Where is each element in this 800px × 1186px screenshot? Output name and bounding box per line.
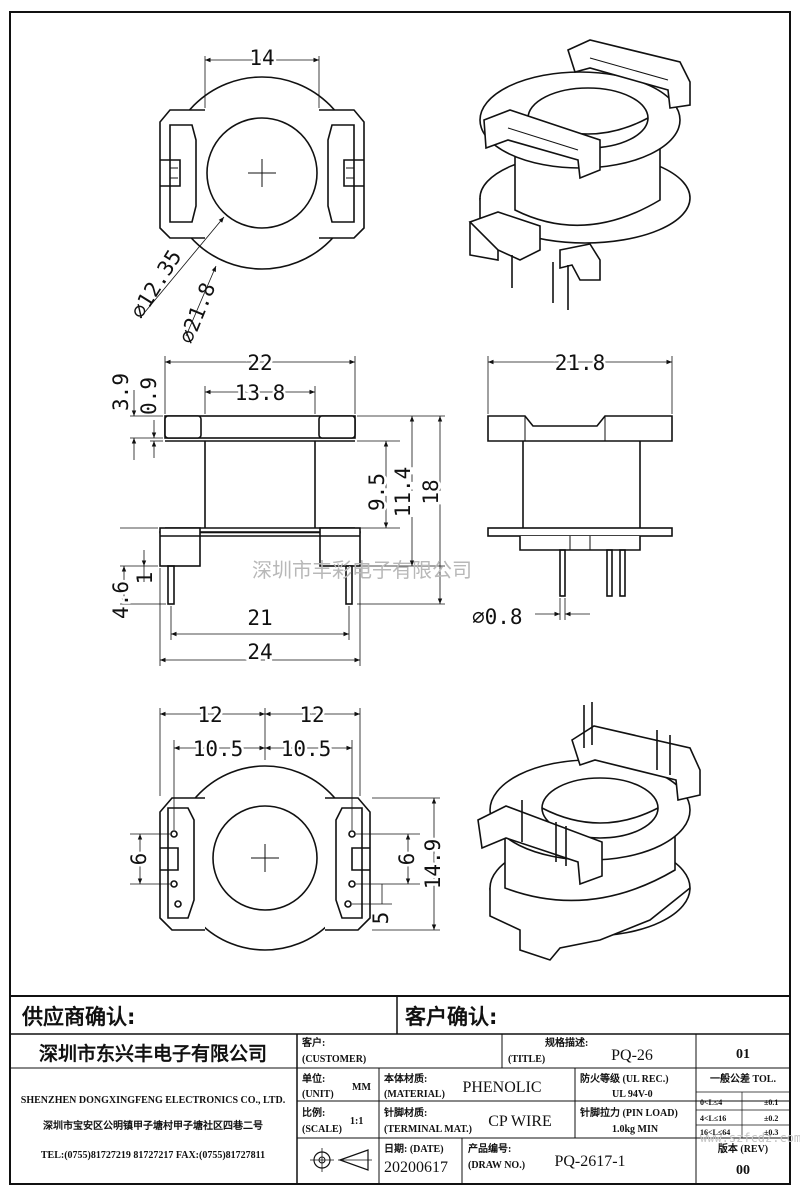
company-name-cn: 深圳市东兴丰电子有限公司 — [39, 1042, 267, 1065]
title-value: PQ-26 — [611, 1047, 653, 1064]
dim-13-8: 13.8 — [235, 381, 286, 405]
revision-label: 版本 (REV) — [718, 1142, 768, 1155]
isometric-view-top — [468, 39, 691, 310]
spec-label: 规格描述: — [545, 1036, 588, 1049]
tolerance-value-1: ±0.1 — [764, 1098, 778, 1107]
dim-inner-diameter: ⌀12.35 — [126, 246, 187, 323]
dim-6-left: 6 — [127, 853, 151, 866]
terminal-value: CP WIRE — [488, 1113, 552, 1130]
tolerance-value-2: ±0.2 — [764, 1114, 778, 1123]
fire-rating-value: UL 94V-0 — [612, 1089, 653, 1100]
unit-value: MM — [352, 1082, 371, 1093]
dim-14: 14 — [249, 46, 274, 70]
material-value: PHENOLIC — [462, 1079, 541, 1096]
scale-value: 1:1 — [350, 1116, 363, 1127]
dim-outer-diameter: ⌀21.8 — [174, 279, 220, 347]
dim-24: 24 — [247, 640, 272, 664]
dim-22: 22 — [247, 351, 272, 375]
title-block — [10, 995, 790, 1184]
side-view — [487, 356, 673, 620]
watermark-text: 深圳市丰彩电子有限公司 — [252, 558, 472, 582]
scale-label: 比例: — [302, 1106, 325, 1119]
revision-value: 00 — [736, 1163, 750, 1178]
top-view — [139, 56, 365, 337]
tolerance-range-3: 16<L≤64 — [700, 1128, 730, 1137]
unit-label-en: (UNIT) — [302, 1089, 334, 1100]
dim-14-9: 14.9 — [421, 839, 445, 890]
tolerance-value-3: ±0.3 — [764, 1128, 778, 1137]
date-label: 日期: (DATE) — [384, 1142, 444, 1155]
tolerance-label: 一般公差 TOL. — [710, 1072, 776, 1085]
draw-no-label-en: (DRAW NO.) — [468, 1160, 525, 1171]
material-label: 本体材质: — [384, 1072, 427, 1085]
title-label-en: (TITLE) — [508, 1054, 545, 1065]
draw-no-value: PQ-2617-1 — [554, 1153, 625, 1170]
company-address: 深圳市宝安区公明镇甲子塘村甲子塘社区四巷二号 — [43, 1119, 263, 1132]
tolerance-range-1: 0<L≤4 — [700, 1098, 722, 1107]
isometric-view-bottom — [477, 702, 701, 961]
dim-10-5-left: 10.5 — [193, 737, 244, 761]
drawing-frame — [9, 11, 791, 1185]
bottom-view — [130, 708, 440, 951]
sheet-number: 01 — [736, 1047, 750, 1062]
dim-9-5: 9.5 — [365, 473, 389, 511]
dim-10-5-right: 10.5 — [281, 737, 332, 761]
front-view — [120, 356, 445, 666]
customer-confirm-label: 客户确认: — [405, 1005, 497, 1029]
supplier-confirm-label: 供应商确认: — [21, 1005, 135, 1029]
dim-12-left: 12 — [197, 703, 222, 727]
dim-18: 18 — [419, 479, 443, 504]
dim-1: 1 — [133, 572, 157, 585]
dim-11-4: 11.4 — [391, 467, 415, 518]
dim-21-8: 21.8 — [555, 351, 606, 375]
dim-5: 5 — [369, 912, 393, 925]
dim-4-6: 4.6 — [109, 581, 133, 619]
dim-0-9: 0.9 — [137, 377, 161, 415]
terminal-label: 针脚材质: — [384, 1106, 427, 1119]
company-name-en: SHENZHEN DONGXINGFENG ELECTRONICS CO., L… — [21, 1095, 286, 1106]
customer-label-en: (CUSTOMER) — [302, 1054, 366, 1065]
pin-load-value: 1.0kg MIN — [612, 1124, 659, 1135]
pin-load-label: 针脚拉力 (PIN LOAD) — [580, 1106, 678, 1119]
dim-pin-diameter: ⌀0.8 — [472, 605, 523, 629]
scale-label-en: (SCALE) — [302, 1124, 342, 1135]
material-label-en: (MATERIAL) — [384, 1089, 445, 1100]
dim-21: 21 — [247, 606, 272, 630]
fire-rating-label: 防火等级 (UL REC.) — [580, 1072, 669, 1085]
watermark-site: www.szfcdz.com — [700, 1131, 800, 1145]
unit-label: 单位: — [302, 1072, 325, 1085]
customer-label: 客户: — [301, 1036, 325, 1049]
terminal-label-en: (TERMINAL MAT.) — [384, 1124, 472, 1135]
date-value: 20200617 — [384, 1159, 448, 1176]
draw-no-label: 产品编号: — [468, 1142, 511, 1155]
dim-3-9: 3.9 — [109, 373, 133, 411]
company-contact: TEL:(0755)81727219 81727217 FAX:(0755)81… — [41, 1150, 265, 1161]
dim-6-right: 6 — [395, 853, 419, 866]
dim-12-right: 12 — [299, 703, 324, 727]
tolerance-range-2: 4<L≤16 — [700, 1114, 726, 1123]
